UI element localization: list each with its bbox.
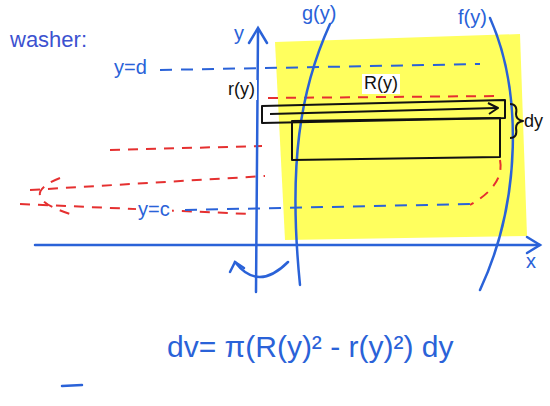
curves xyxy=(295,18,512,290)
washer-strip xyxy=(262,100,523,160)
radius-label: R(y) xyxy=(362,74,400,94)
axis-label: x xyxy=(524,250,538,272)
radius-label: r(y) xyxy=(226,80,257,100)
rotation-traces xyxy=(20,96,501,214)
volume-formula: dv= π(R(y)² - r(y)²) dy xyxy=(165,330,456,363)
bound-lines xyxy=(160,64,480,210)
axes xyxy=(35,28,540,292)
heading-note: washer: xyxy=(8,28,89,52)
bound-label: y=c xyxy=(136,198,172,220)
axis-label: y xyxy=(232,22,246,44)
thickness-label: dy xyxy=(522,112,545,132)
bound-label: y=d xyxy=(112,56,149,78)
curve-label: f(y) xyxy=(456,6,489,28)
curve-label: g(y) xyxy=(300,2,338,24)
rotation-arrow xyxy=(62,262,288,386)
